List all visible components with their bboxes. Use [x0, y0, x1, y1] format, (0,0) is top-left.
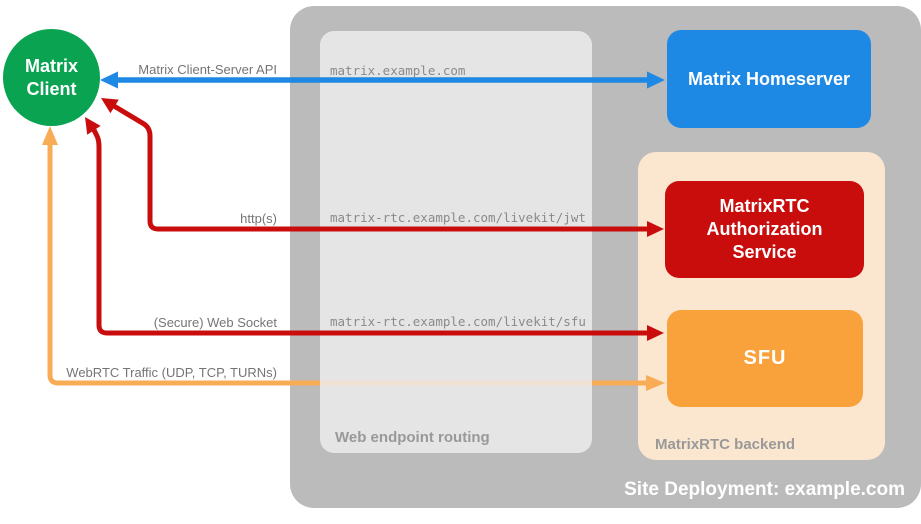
web-endpoint-routing-label: Web endpoint routing [335, 429, 490, 446]
https-arrowhead-to-client-icon [101, 98, 119, 114]
matrix-homeserver-label: Matrix Homeserver [687, 68, 851, 89]
site-deployment-label: Site Deployment: example.com [624, 479, 905, 500]
websocket-arrowhead-to-client-icon [85, 117, 101, 135]
matrixrtc-backend-label: MatrixRTC backend [655, 436, 796, 453]
matrix-homeserver-node: Matrix Homeserver [667, 30, 871, 128]
matrix-client-node: Matrix Client [3, 29, 100, 126]
web-endpoint-routing-box: Web endpoint routing [320, 31, 592, 453]
webrtc-arrowhead-to-client-icon [42, 126, 58, 145]
sfu-node: SFU [667, 310, 863, 407]
client-server-api-arrow-label: Matrix Client-Server API [138, 62, 277, 77]
websocket-arrow-label: (Secure) Web Socket [153, 315, 277, 330]
sfu-label: SFU [743, 347, 787, 369]
matrixrtc-authorization-service-label: MatrixRTC Authorization Service [706, 196, 823, 262]
endpoint-livekit-sfu: matrix-rtc.example.com/livekit/sfu [330, 314, 586, 329]
matrixrtc-authorization-service-node: MatrixRTC Authorization Service [665, 181, 864, 278]
matrix-client-label: Matrix Client [24, 55, 78, 99]
https-arrow-label: http(s) [240, 211, 277, 226]
endpoint-livekit-jwt: matrix-rtc.example.com/livekit/jwt [330, 210, 586, 225]
webrtc-arrow-label: WebRTC Traffic (UDP, TCP, TURNs) [66, 365, 277, 380]
endpoint-matrix-example-com: matrix.example.com [330, 63, 466, 78]
